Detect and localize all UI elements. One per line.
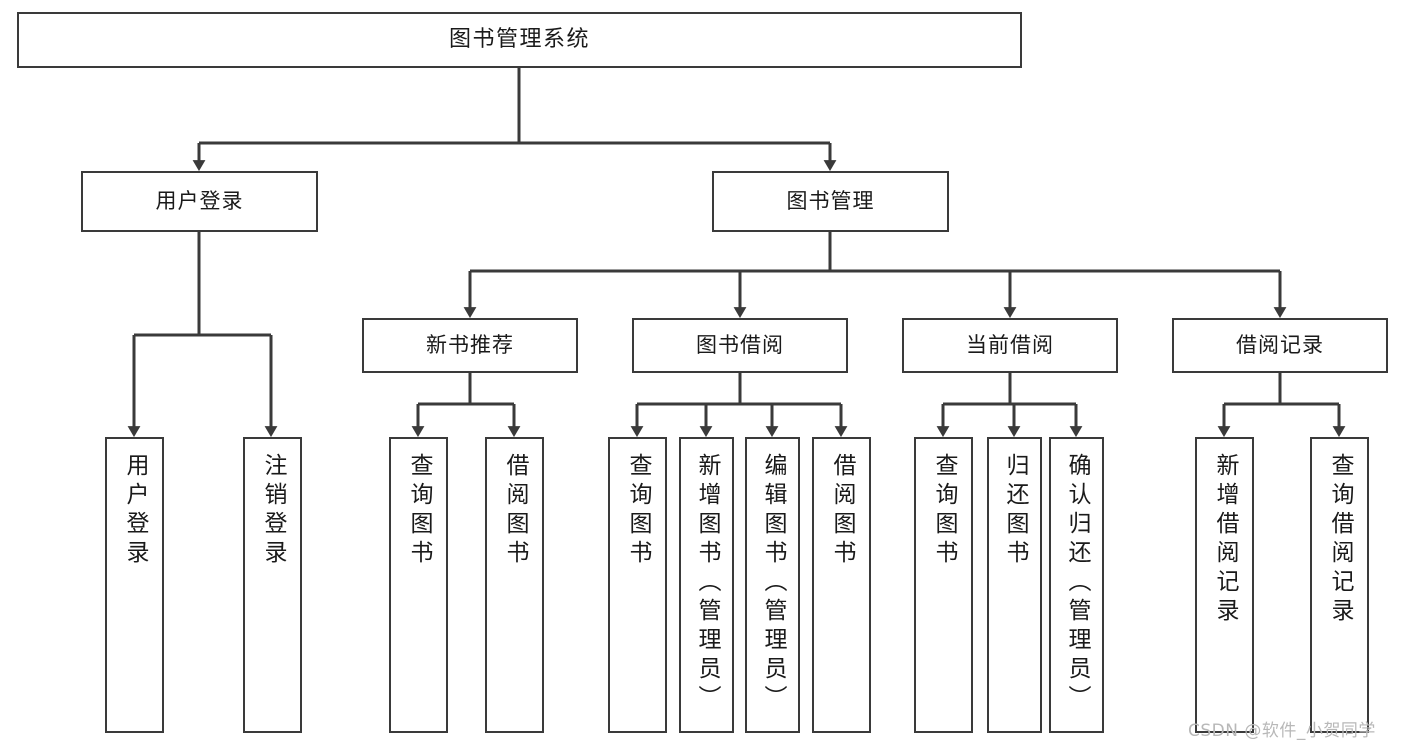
node-book-management[interactable]: 图书管理: [712, 171, 949, 232]
node-book-management-label: 图书管理: [786, 189, 875, 214]
leaf-query-borrow-record[interactable]: 查询借阅记录: [1310, 437, 1369, 733]
leaf-query-book-current[interactable]: 查询图书: [914, 437, 973, 733]
leaf-query-book-borrow-label: 查询图书: [625, 453, 651, 569]
node-new-book-recommend-label: 新书推荐: [426, 333, 514, 358]
leaf-query-book-current-label: 查询图书: [931, 453, 957, 569]
leaf-confirm-return-admin[interactable]: 确认归还（管理员）: [1049, 437, 1104, 733]
leaf-add-borrow-record[interactable]: 新增借阅记录: [1195, 437, 1254, 733]
leaf-logout-label: 注销登录: [260, 453, 286, 569]
leaf-add-book-admin-label: 新增图书（管理员）: [694, 453, 720, 714]
leaf-add-borrow-record-label: 新增借阅记录: [1212, 453, 1238, 627]
node-borrow-record-label: 借阅记录: [1236, 333, 1324, 358]
node-book-borrow-label: 图书借阅: [696, 333, 784, 358]
node-root-label: 图书管理系统: [448, 27, 590, 53]
leaf-borrow-book-label: 借阅图书: [829, 453, 855, 569]
node-borrow-record[interactable]: 借阅记录: [1172, 318, 1388, 373]
node-book-borrow[interactable]: 图书借阅: [632, 318, 848, 373]
leaf-return-book-label: 归还图书: [1002, 453, 1028, 569]
leaf-query-book-recommend-label: 查询图书: [406, 453, 432, 569]
leaf-logout[interactable]: 注销登录: [243, 437, 302, 733]
leaf-user-login-label: 用户登录: [122, 453, 148, 569]
leaf-query-book-borrow[interactable]: 查询图书: [608, 437, 667, 733]
leaf-return-book[interactable]: 归还图书: [987, 437, 1042, 733]
node-user-login[interactable]: 用户登录: [81, 171, 318, 232]
leaf-edit-book-admin[interactable]: 编辑图书（管理员）: [745, 437, 800, 733]
watermark-text: CSDN @软件_小贺同学: [1188, 721, 1376, 741]
leaf-borrow-book-recommend-label: 借阅图书: [502, 453, 528, 569]
leaf-add-book-admin[interactable]: 新增图书（管理员）: [679, 437, 734, 733]
leaf-edit-book-admin-label: 编辑图书（管理员）: [760, 453, 786, 714]
node-new-book-recommend[interactable]: 新书推荐: [362, 318, 578, 373]
leaf-borrow-book-recommend[interactable]: 借阅图书: [485, 437, 544, 733]
leaf-query-borrow-record-label: 查询借阅记录: [1327, 453, 1353, 627]
node-current-borrow-label: 当前借阅: [966, 333, 1054, 358]
node-root[interactable]: 图书管理系统: [17, 12, 1022, 68]
node-user-login-label: 用户登录: [155, 189, 244, 214]
node-current-borrow[interactable]: 当前借阅: [902, 318, 1118, 373]
leaf-query-book-recommend[interactable]: 查询图书: [389, 437, 448, 733]
leaf-user-login[interactable]: 用户登录: [105, 437, 164, 733]
leaf-confirm-return-admin-label: 确认归还（管理员）: [1064, 453, 1090, 714]
leaf-borrow-book[interactable]: 借阅图书: [812, 437, 871, 733]
